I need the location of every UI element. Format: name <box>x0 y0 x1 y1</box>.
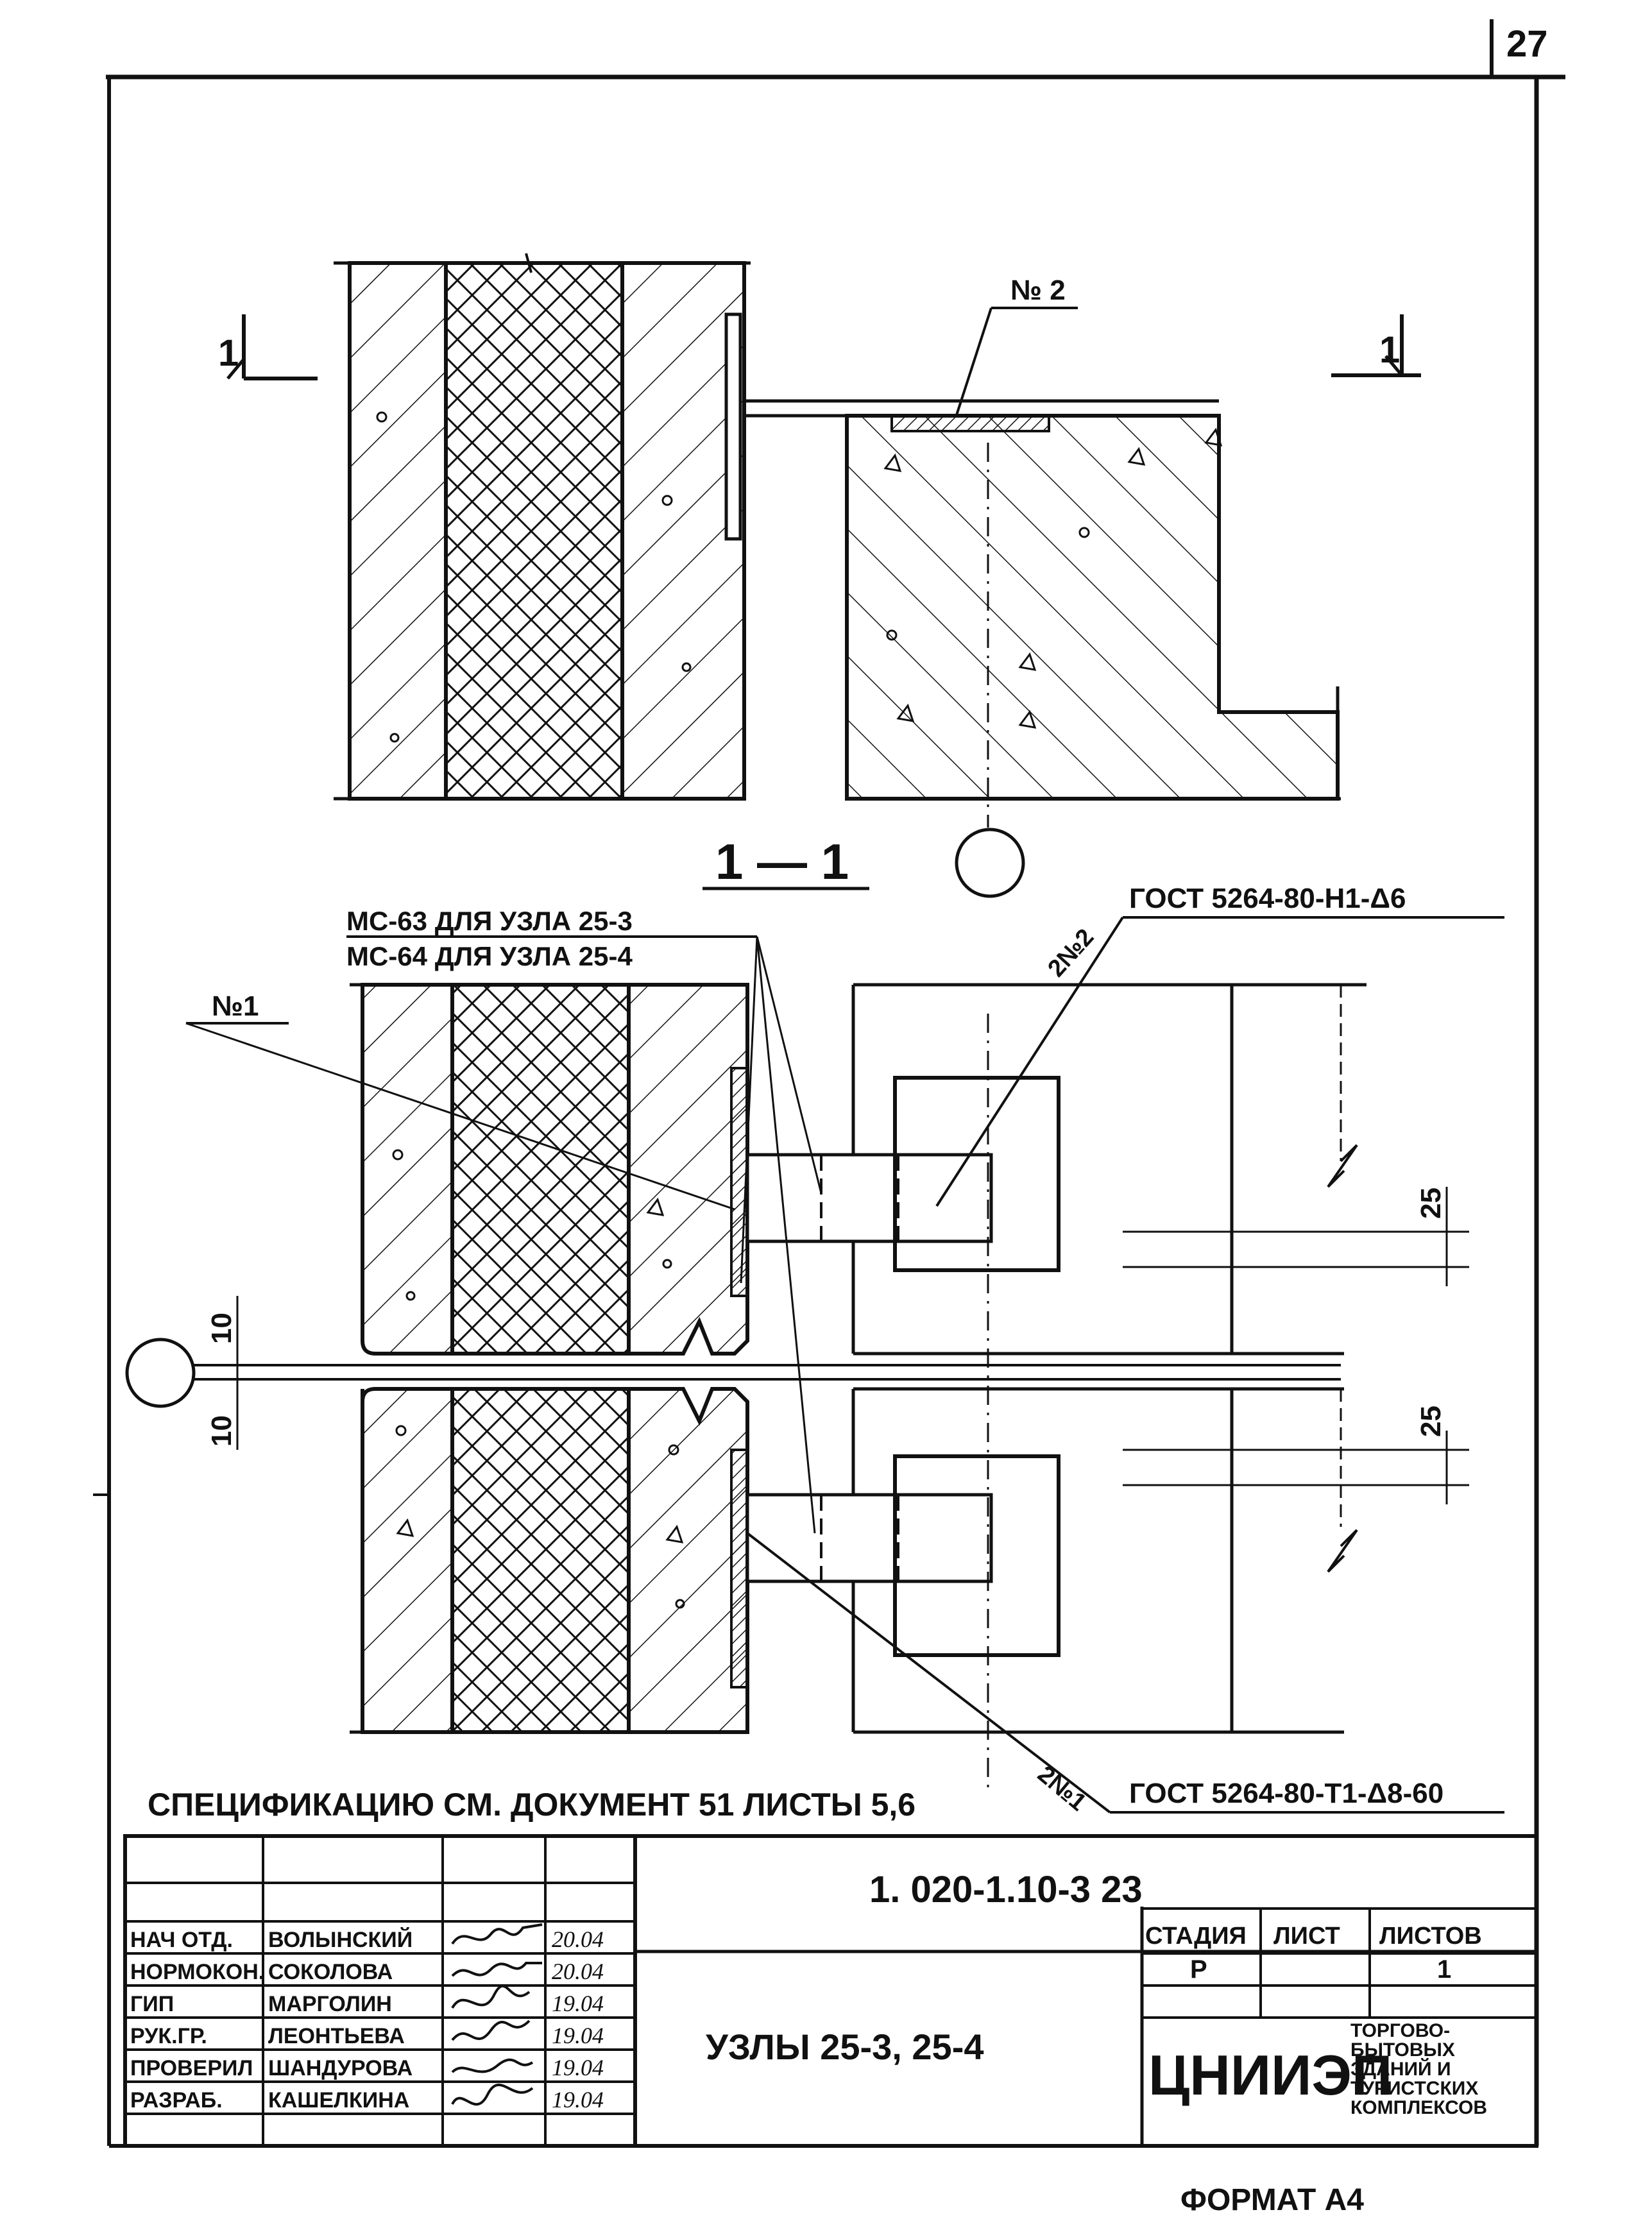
weld-lower-code: 2№1 <box>1032 1761 1091 1817</box>
signatory-role: РАЗРАБ. <box>130 2088 223 2113</box>
sheet-frame <box>93 19 1565 2148</box>
callout-no2-top: № 2 <box>1010 275 1066 306</box>
signatory-date: 19.04 <box>552 2023 604 2048</box>
signatory-date: 19.04 <box>552 2087 604 2113</box>
weld-upper-code: 2№2 <box>1043 924 1099 982</box>
signatory-date: 19.04 <box>552 2055 604 2080</box>
signatory-role: РУК.ГР. <box>130 2024 207 2048</box>
signatory-name: СОКОЛОВА <box>268 1960 393 1984</box>
dim-upper-right: 25 <box>1415 1187 1447 1219</box>
org-line-3: ЗДАНИЙ И <box>1350 2058 1451 2080</box>
plan-view-drawing <box>125 916 1504 1814</box>
signatory-name: ШАНДУРОВА <box>268 2056 413 2080</box>
signatory-name: КАШЕЛКИНА <box>268 2088 409 2113</box>
handwritten-signatures <box>451 1923 543 2105</box>
sheets-value: 1 <box>1437 1955 1451 1984</box>
signatory-date: 19.04 <box>552 1991 604 2016</box>
signatory-role: ГИП <box>130 1992 174 2016</box>
signatory-role: НОРМОКОН. <box>130 1960 264 1984</box>
cut-mark-left: 1 <box>218 332 239 374</box>
signatory-role: ПРОВЕРИЛ <box>130 2056 253 2080</box>
document-code: 1. 020-1.10-3 23 <box>869 1869 1143 1910</box>
signatory-name: ВОЛЫНСКИЙ <box>268 1927 413 1952</box>
signatory-name: МАРГОЛИН <box>268 1992 392 2016</box>
drawing-title: УЗЛЫ 25-3, 25-4 <box>706 2027 984 2067</box>
org-line-2: БЫТОВЫХ <box>1350 2039 1455 2061</box>
org-line-1: ТОРГОВО- <box>1350 2020 1450 2041</box>
cut-mark-right: 1 <box>1379 329 1400 371</box>
sheet-header: ЛИСТ <box>1273 1923 1340 1950</box>
org-line-4: ТУРИСТСКИХ <box>1350 2078 1478 2099</box>
org-line-5: КОМПЛЕКСОВ <box>1350 2097 1487 2118</box>
weld-upper-gost: ГОСТ 5264-80-Н1-Δ6 <box>1129 883 1406 914</box>
stage-header: СТАДИЯ <box>1145 1923 1247 1950</box>
weld-lower-gost: ГОСТ 5264-80-Т1-Δ8-60 <box>1129 1778 1443 1809</box>
mc-line-2: МС-64 ДЛЯ УЗЛА 25-4 <box>346 941 633 971</box>
section-label: 1 — 1 <box>715 833 849 890</box>
dim-gap-bottom: 10 <box>206 1415 237 1447</box>
signatory-date: 20.04 <box>552 1959 604 1984</box>
signatory-date: 20.04 <box>552 1926 604 1952</box>
signatories-table: НАЧ ОТД. ВОЛЫНСКИЙ 20.04 НОРМОКОН. СОКОЛ… <box>130 1926 604 2113</box>
footer-format: ФОРМАТ А4 <box>1180 2183 1364 2217</box>
mc-line-1: МС-63 ДЛЯ УЗЛА 25-3 <box>346 906 633 936</box>
specification-note: СПЕЦИФИКАЦИЮ СМ. ДОКУМЕНТ 51 ЛИСТЫ 5,6 <box>148 1787 915 1823</box>
org-name: ЦНИИЭП <box>1148 2043 1392 2107</box>
sheet-number-corner: 27 <box>1506 23 1548 65</box>
callout-no1-left: №1 <box>212 991 259 1022</box>
signatory-name: ЛЕОНТЬЕВА <box>268 2024 405 2048</box>
title-block-grid <box>123 1834 1538 2148</box>
sheets-header: ЛИСТОВ <box>1379 1923 1482 1950</box>
stage-value: Р <box>1190 1955 1207 1984</box>
dim-lower-right: 25 <box>1415 1406 1447 1437</box>
signatory-role: НАЧ ОТД. <box>130 1928 233 1952</box>
section-1-1-drawing <box>226 253 1421 898</box>
dim-gap-top: 10 <box>206 1313 237 1344</box>
